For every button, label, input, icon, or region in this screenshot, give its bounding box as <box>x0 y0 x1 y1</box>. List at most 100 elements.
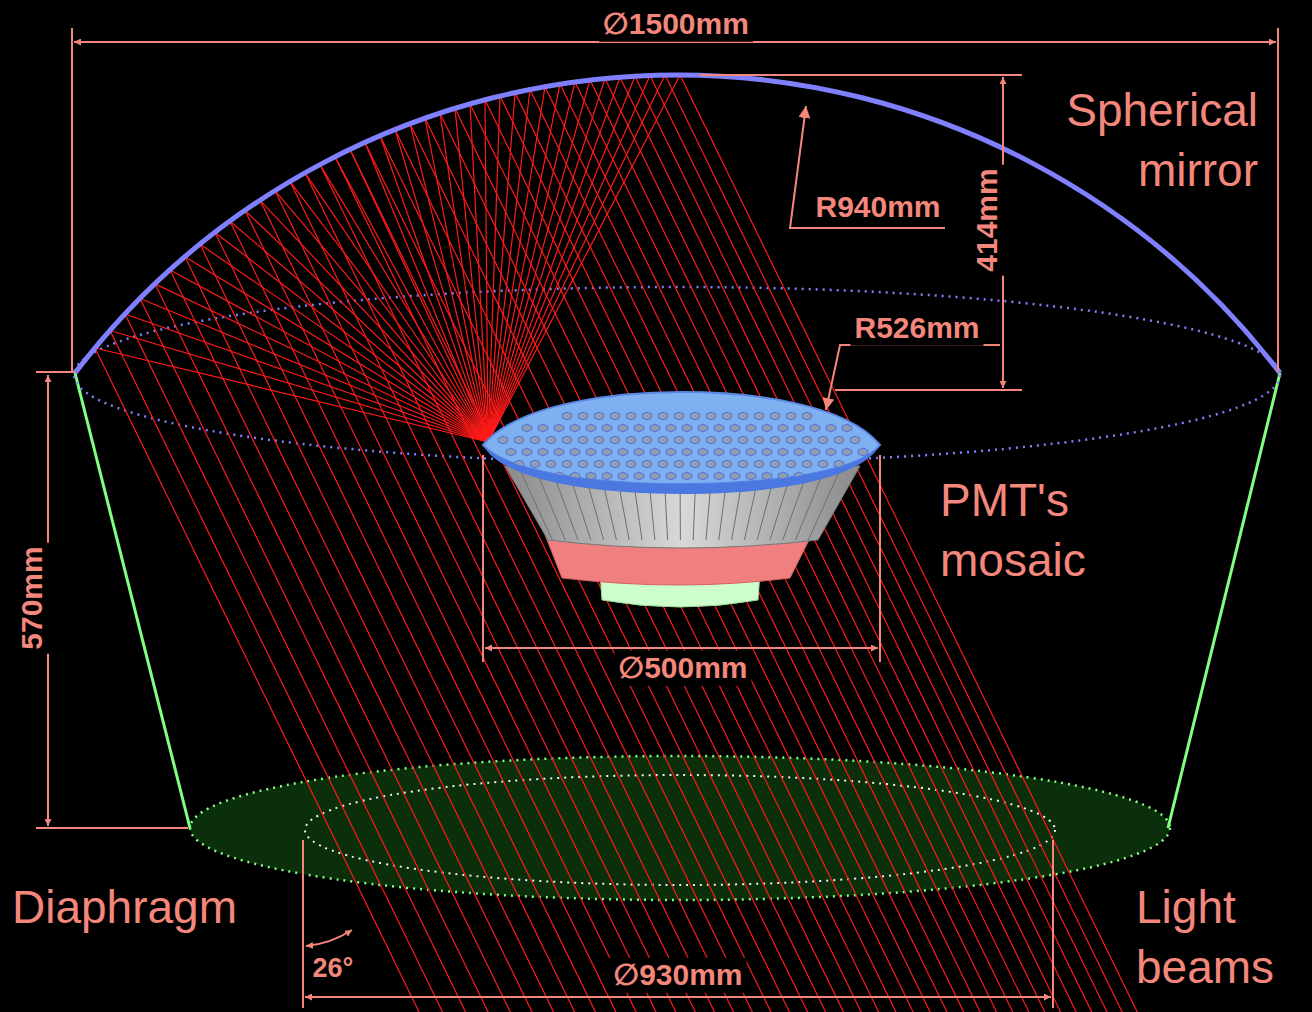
pmt-face <box>714 448 724 456</box>
part-name: Diaphragm <box>12 877 312 937</box>
reflected-ray <box>305 173 488 442</box>
pmt-face <box>690 412 700 420</box>
pmt-face <box>650 424 660 432</box>
pmt-face <box>602 472 612 480</box>
pmt-face <box>626 460 636 468</box>
reflected-ray <box>488 84 560 442</box>
reflected-ray <box>155 284 488 442</box>
pmt-face <box>786 460 796 468</box>
pmt-face <box>770 436 780 444</box>
pmt-face <box>554 424 564 432</box>
pmt-face <box>546 436 556 444</box>
pmt-face <box>586 448 596 456</box>
pmt-face <box>810 424 820 432</box>
pmt-face <box>818 436 828 444</box>
pmt-face <box>698 424 708 432</box>
pmt-face <box>578 436 588 444</box>
pmt-face <box>626 412 636 420</box>
extension-line <box>36 371 75 373</box>
pmt-face <box>610 436 620 444</box>
pmt-face <box>682 424 692 432</box>
pmt-face <box>858 448 868 456</box>
pmt-face <box>826 424 836 432</box>
pmt-face <box>706 436 716 444</box>
dimension-line <box>485 647 878 649</box>
extension-line <box>1052 840 1054 1008</box>
pmt-face <box>602 448 612 456</box>
dimension-label: 414mm <box>970 164 1005 275</box>
pmt-face <box>818 460 828 468</box>
pmt-face <box>634 424 644 432</box>
pmt-face <box>498 436 508 444</box>
pmt-face <box>698 472 708 480</box>
pmt-face <box>690 436 700 444</box>
pmt-face <box>842 448 852 456</box>
pmt-face <box>594 436 604 444</box>
angle-label: 26° <box>309 953 358 984</box>
spherical-mirror <box>75 75 1280 373</box>
pmt-face <box>762 448 772 456</box>
pmt-faces <box>498 412 868 480</box>
pmt-face <box>730 472 740 480</box>
pmt-face <box>578 412 588 420</box>
reflected-ray <box>275 191 488 442</box>
pmt-face <box>634 472 644 480</box>
reflected-ray <box>290 182 488 442</box>
pmt-face <box>802 436 812 444</box>
extension-line <box>302 840 304 1008</box>
pmt-face <box>746 424 756 432</box>
pmt-mosaic <box>483 392 880 607</box>
pmt-face <box>674 412 684 420</box>
pmt-face <box>754 460 764 468</box>
pmt-face <box>618 448 628 456</box>
reflected-ray <box>488 82 575 442</box>
pmt-face <box>738 436 748 444</box>
dimension-label: R526mm <box>850 311 983 346</box>
pmt-face <box>714 424 724 432</box>
pmt-face <box>522 448 532 456</box>
pmt-face <box>826 448 836 456</box>
pmt-face <box>778 448 788 456</box>
incident-ray <box>185 257 554 1012</box>
pmt-face <box>730 424 740 432</box>
reflected-ray <box>488 75 665 442</box>
reflected-ray <box>215 232 488 442</box>
dimension-label: R940mm <box>811 190 944 225</box>
pmt-face <box>658 412 668 420</box>
pmt-face <box>770 460 780 468</box>
pmt-face <box>802 460 812 468</box>
radius-leader <box>790 106 945 228</box>
pmt-face <box>714 472 724 480</box>
pmt-face <box>834 436 844 444</box>
incident-ray <box>455 108 896 1012</box>
dimension-lines <box>36 28 1278 1008</box>
pmt-face <box>738 460 748 468</box>
extension-line <box>700 74 1022 76</box>
reflected-ray <box>488 76 635 442</box>
pmt-face <box>666 424 676 432</box>
pmt-face <box>642 436 652 444</box>
incident-ray <box>440 113 879 1012</box>
pmt-face <box>546 460 556 468</box>
pmt-face <box>762 472 772 480</box>
extension-line <box>36 827 188 829</box>
reflected-ray <box>488 75 650 442</box>
pmt-face <box>578 460 588 468</box>
dimension-line <box>74 41 1276 43</box>
reflected-ray <box>455 108 488 442</box>
pmt-face <box>722 436 732 444</box>
pmt-face <box>658 436 668 444</box>
pmt-face <box>642 412 652 420</box>
pmt-face <box>698 448 708 456</box>
incident-ray <box>245 210 636 1012</box>
reflected-ray <box>425 118 488 442</box>
pmt-face <box>562 436 572 444</box>
reflected-ray <box>185 257 488 442</box>
extension-line <box>879 455 881 662</box>
mosaic-dome <box>483 392 880 484</box>
part-name: PMT's mosaic <box>940 470 1150 590</box>
pmt-face <box>762 424 772 432</box>
